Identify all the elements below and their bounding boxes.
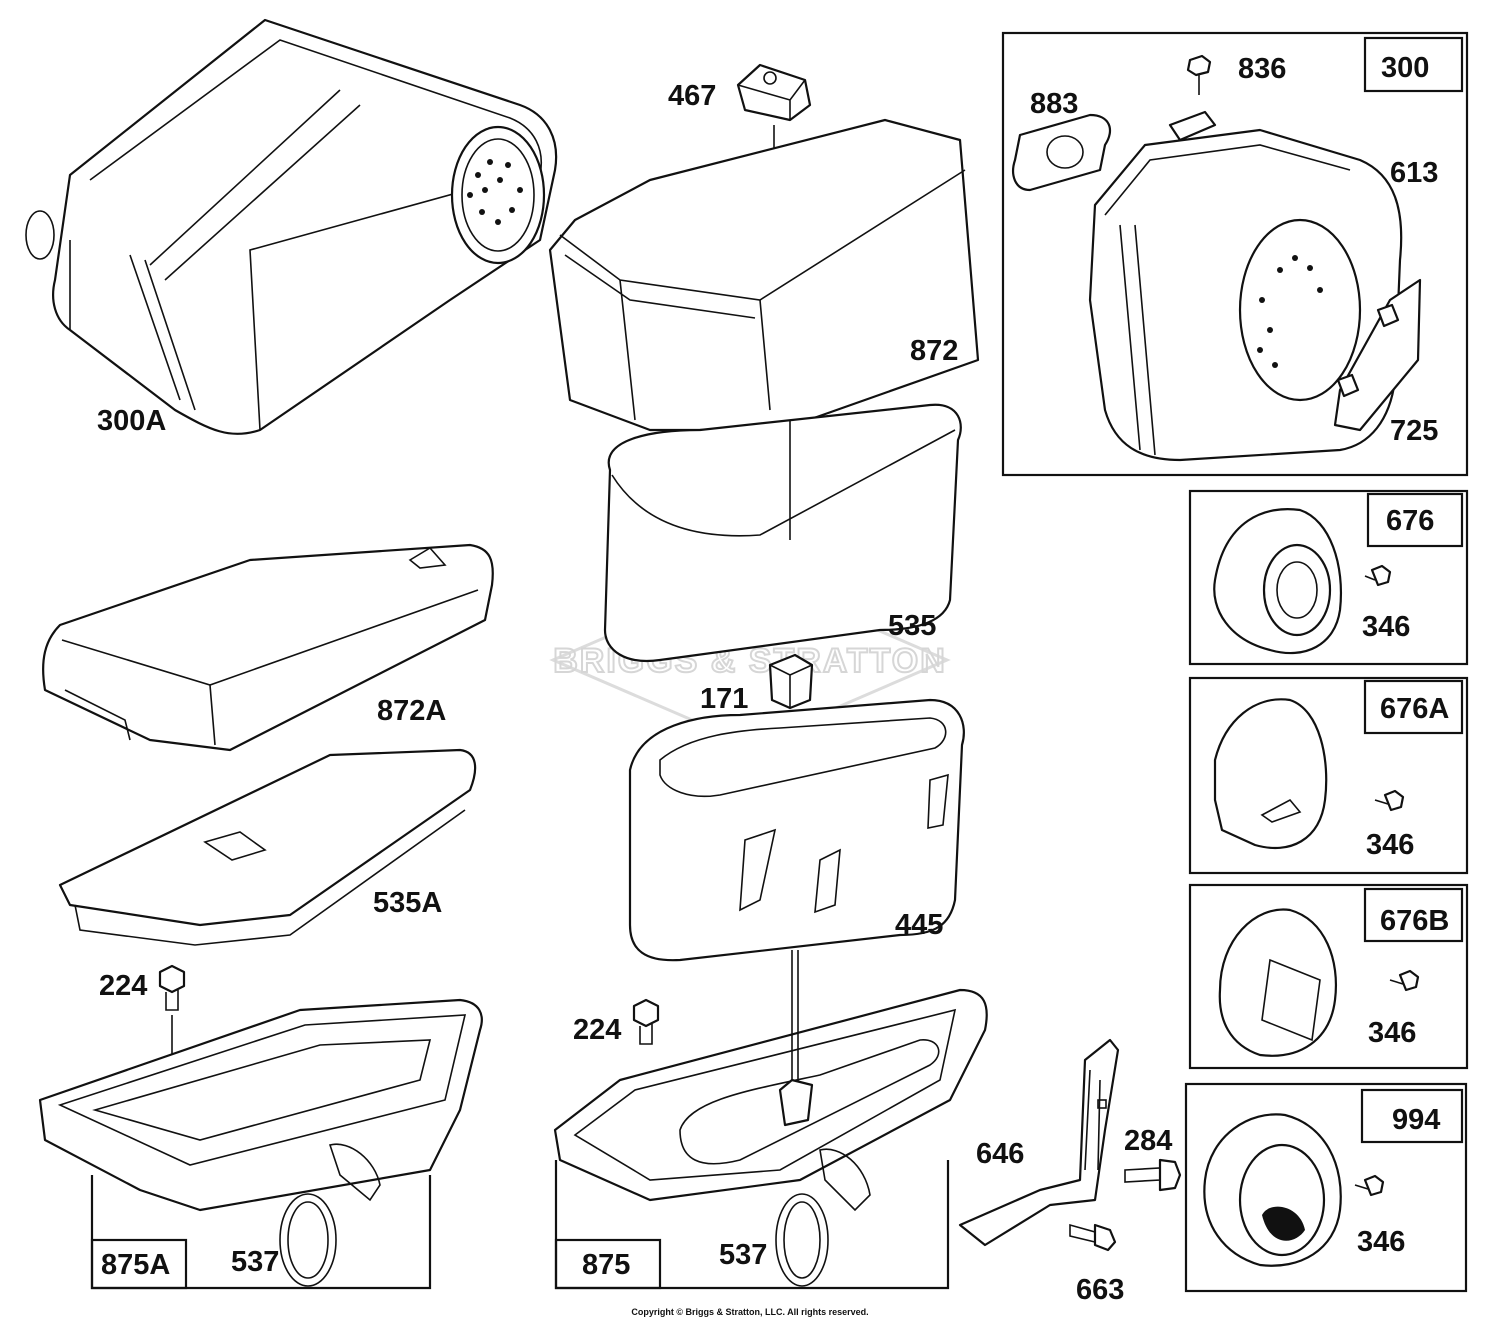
label-676B: 676B: [1380, 905, 1449, 937]
label-883: 883: [1030, 88, 1078, 120]
screen-535-drawing: [603, 403, 962, 663]
frame-994-tag: [1360, 1088, 1464, 1144]
label-537-b: 537: [719, 1239, 767, 1271]
cap-676B-drawing: [1218, 908, 1420, 1057]
bolt-224b-drawing: [632, 998, 660, 1045]
label-171: 171: [700, 683, 748, 715]
label-535: 535: [888, 610, 936, 642]
cap-994-drawing: [1203, 1113, 1385, 1267]
label-872: 872: [910, 335, 958, 367]
base-875-drawing: [553, 950, 988, 1287]
label-875A: 875A: [101, 1249, 170, 1281]
label-663: 663: [1076, 1274, 1124, 1306]
screw-663-drawing: [1069, 1223, 1117, 1252]
frame-676A: [1188, 676, 1469, 875]
frame-300-tag: [1363, 36, 1464, 93]
screw-284-drawing: [1124, 1158, 1182, 1192]
filter-445-drawing: [628, 698, 965, 962]
base-875A-drawing: [38, 998, 483, 1287]
cover-872-drawing: [548, 118, 980, 432]
label-346-c: 346: [1368, 1017, 1416, 1049]
cover-872A-drawing: [42, 543, 494, 752]
pad-535A-drawing: [58, 748, 477, 946]
label-872A: 872A: [377, 695, 446, 727]
label-613: 613: [1390, 157, 1438, 189]
label-445: 445: [895, 909, 943, 941]
label-346-d: 346: [1357, 1226, 1405, 1258]
label-224-b: 224: [573, 1014, 621, 1046]
label-346-a: 346: [1362, 611, 1410, 643]
copyright-notice: Copyright © Briggs & Stratton, LLC. All …: [631, 1307, 868, 1317]
frame-676B: [1188, 883, 1469, 1070]
muffler-300-drawing: [1012, 54, 1422, 462]
label-994: 994: [1392, 1104, 1440, 1136]
label-725: 725: [1390, 415, 1438, 447]
label-676: 676: [1386, 505, 1434, 537]
label-467: 467: [668, 80, 716, 112]
part-labels: 300A 467 872 883 836 300 613 725 676 346…: [97, 52, 1449, 1306]
frame-994: [1184, 1082, 1468, 1293]
label-300: 300: [1381, 52, 1429, 84]
bolt-224a-drawing: [158, 964, 186, 1080]
frame-676A-tag: [1363, 679, 1464, 735]
frame-875A-tag: [90, 1238, 188, 1290]
label-346-b: 346: [1366, 829, 1414, 861]
cap-676A-drawing: [1213, 698, 1405, 850]
frame-300: [1001, 31, 1469, 477]
label-224-a: 224: [99, 970, 147, 1002]
label-875: 875: [582, 1249, 630, 1281]
label-535A: 535A: [373, 887, 442, 919]
frame-676-tag: [1366, 492, 1464, 548]
bracket-646-drawing: [958, 1038, 1120, 1247]
label-300A: 300A: [97, 405, 166, 437]
label-537-a: 537: [231, 1246, 279, 1278]
frame-676: [1188, 489, 1469, 666]
label-836: 836: [1238, 53, 1286, 85]
label-646: 646: [976, 1138, 1024, 1170]
frame-875: [554, 1160, 950, 1290]
frame-875-tag: [554, 1238, 662, 1290]
label-676A: 676A: [1380, 693, 1449, 725]
cap-676-drawing: [1213, 508, 1392, 655]
muffler-300A-drawing: [25, 18, 558, 435]
label-284: 284: [1124, 1125, 1172, 1157]
frame-875A: [90, 1175, 432, 1290]
frame-676B-tag: [1363, 887, 1464, 943]
